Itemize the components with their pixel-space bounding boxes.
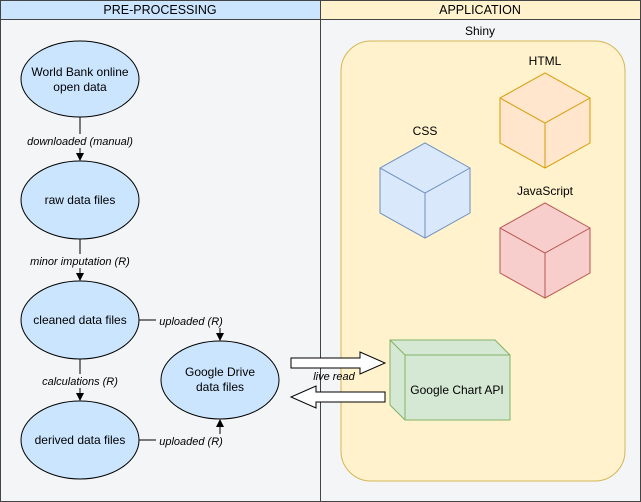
node-google-drive-label-line1: Google Drive [185,365,255,379]
edge-calculations-label: calculations (R) [42,376,118,388]
edge-imputation: minor imputation (R) [26,239,134,281]
cube-css: CSS [379,124,471,239]
node-worldbank-label-line1: World Bank online [31,65,128,79]
edge-uploaded-cleaned-label: uploaded (R) [159,316,223,328]
cube-javascript: JavaScript [499,184,591,299]
box-google-chart-api: Google Chart API [389,339,511,421]
node-worldbank: World Bank online open data [20,40,140,118]
cube-html-label: HTML [529,54,562,68]
node-raw-data-label: raw data files [45,193,116,207]
node-derived-data-label: derived data files [35,433,126,447]
lane-title-application: APPLICATION [439,3,521,17]
edge-uploaded-cleaned: uploaded (R) [139,314,226,341]
node-raw-data: raw data files [20,160,140,240]
lane-title-preprocessing: PRE-PROCESSING [103,3,216,17]
arrow-right-shape [290,351,387,375]
edge-calculations: calculations (R) [36,359,124,401]
shiny-label: Shiny [465,24,495,38]
node-google-drive-label-line2: data files [196,380,244,394]
node-cleaned-data-label: cleaned data files [33,313,126,327]
edge-uploaded-derived: uploaded (R) [139,419,226,448]
edge-downloaded-label: downloaded (manual) [27,136,133,148]
edge-imputation-label: minor imputation (R) [30,256,130,268]
cube-javascript-label: JavaScript [517,184,574,198]
edge-downloaded: downloaded (manual) [24,117,136,161]
arrow-left-shape [289,385,386,409]
live-read-arrows: live read [289,351,387,409]
node-derived-data: derived data files [20,400,140,480]
box-google-chart-api-label: Google Chart API [410,383,503,397]
cube-css-label: CSS [413,124,438,138]
node-worldbank-label-line2: open data [53,80,107,94]
node-cleaned-data: cleaned data files [20,280,140,360]
cube-html: HTML [499,54,591,169]
node-google-drive: Google Drive data files [160,340,280,420]
edge-live-read-label: live read [313,371,355,383]
edge-uploaded-derived-label: uploaded (R) [159,436,223,448]
